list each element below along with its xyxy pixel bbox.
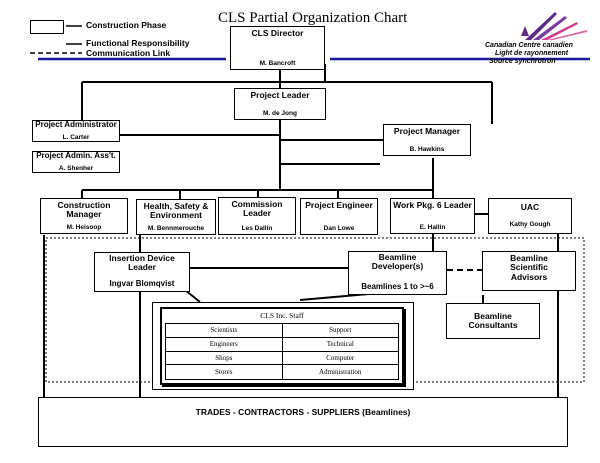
node-title: Project Administrator [35, 120, 117, 129]
legend-communication-link: Communication Link [86, 48, 171, 58]
staff-table-cell: Engineers [166, 337, 283, 351]
node-beamline-consultants: Beamline Consultants [446, 303, 540, 339]
legend-box-icon [30, 20, 64, 34]
node-name: Beamlines 1 to >~6 [361, 282, 434, 292]
chart-title: CLS Partial Organization Chart [218, 10, 408, 26]
legend: Construction Phase Functional Responsibi… [30, 18, 200, 58]
node-commission-leader: Commission Leader Les Dallin [218, 197, 296, 235]
staff-table-row: Shops Computer [166, 351, 398, 366]
node-project-manager: Project Manager B. Hawkins [383, 124, 471, 156]
node-project-administrator: Project Administrator L. Carter [32, 120, 120, 142]
node-name: A. Shenher [58, 164, 94, 172]
node-title: Construction Manager [57, 200, 111, 220]
staff-table-cell: Computer [326, 353, 355, 362]
logo-text-2: Light de rayonnement [495, 50, 569, 57]
staff-table-row: Scientists Support [166, 324, 398, 338]
node-name: Ingvar Blomqvist [109, 279, 175, 289]
node-construction-manager: Construction Manager M. Heisoop [40, 198, 128, 234]
node-title: Project Manager [393, 126, 461, 136]
staff-table-cell: Administration [319, 368, 362, 377]
node-title: Project Leader [250, 90, 310, 100]
node-name: M. Bennmerouche [147, 224, 205, 232]
node-title: Project Engineer [305, 200, 373, 210]
staff-table-row: Stores Administration [166, 365, 398, 379]
logo-text-3: Source synchrotron [489, 58, 556, 65]
node-name: M. Bancroft [259, 59, 296, 67]
node-cls-director: CLS Director M. Bancroft [230, 26, 325, 70]
node-project-engineer: Project Engineer Dan Lowe [300, 198, 378, 235]
node-name: B. Hawkins [409, 145, 445, 153]
node-beamline-developers: Beamline Developer(s) Beamlines 1 to >~6 [348, 251, 447, 295]
node-title: Project Admin. Ass't. [36, 151, 116, 160]
node-name: Dan Lowe [323, 224, 355, 232]
staff-table-cell: Support [329, 326, 352, 335]
logo-swoosh-icon [521, 12, 587, 40]
node-work-pkg-leader: Work Pkg. 6 Leader E. Hallin [390, 198, 475, 234]
node-title: Beamline Consultants [468, 311, 518, 331]
node-name: Les Dallin [241, 224, 273, 232]
node-name: M. de Jong [263, 109, 297, 117]
node-insertion-device-leader: Insertion Device Leader Ingvar Blomqvist [94, 252, 190, 292]
node-beamline-scientific-advisors: Beamline Scientific Advisors [482, 251, 576, 291]
node-trades-contractors-suppliers: TRADES - CONTRACTORS - SUPPLIERS (Beamli… [38, 397, 568, 447]
node-project-leader: Project Leader M. de Jong [234, 88, 326, 120]
node-title: Beamline Scientific Advisors [510, 253, 548, 282]
staff-table-cell: Stores [166, 365, 283, 379]
node-uac: UAC Kathy Gough [488, 198, 572, 234]
node-name: E. Hallin [419, 223, 446, 231]
node-title: Commission Leader [231, 199, 283, 219]
node-name: M. Heisoop [66, 223, 102, 231]
node-title: CLS Director [251, 28, 304, 38]
legend-functional-responsibility: Functional Responsibility [86, 38, 190, 48]
logo-text-1: Canadian Centre canadien [485, 42, 573, 49]
node-title: Work Pkg. 6 Leader [393, 200, 472, 210]
node-name: L. Carter [62, 133, 90, 141]
node-title: UAC [520, 202, 540, 212]
node-title: Beamline Developer(s) [371, 252, 424, 272]
cls-logo: Canadian Centre canadien Light de rayonn… [485, 8, 595, 66]
legend-construction-phase: Construction Phase [86, 20, 167, 30]
staff-table-cell: Shops [166, 351, 283, 365]
node-title: Insertion Device Leader [109, 253, 175, 273]
node-name: Kathy Gough [509, 220, 551, 228]
node-admin-assistant: Project Admin. Ass't. A. Shenher [32, 151, 120, 173]
staff-table-title: CLS Inc. Staff [260, 311, 304, 320]
node-title: TRADES - CONTRACTORS - SUPPLIERS (Beamli… [195, 407, 411, 417]
staff-table-cell: Scientists [166, 324, 283, 337]
node-health-safety-environment: Health, Safety & Environment M. Bennmero… [136, 199, 216, 235]
staff-table-cell: Technical [326, 340, 354, 349]
staff-table-row: Engineers Technical [166, 337, 398, 352]
node-title: Health, Safety & Environment [143, 201, 209, 221]
